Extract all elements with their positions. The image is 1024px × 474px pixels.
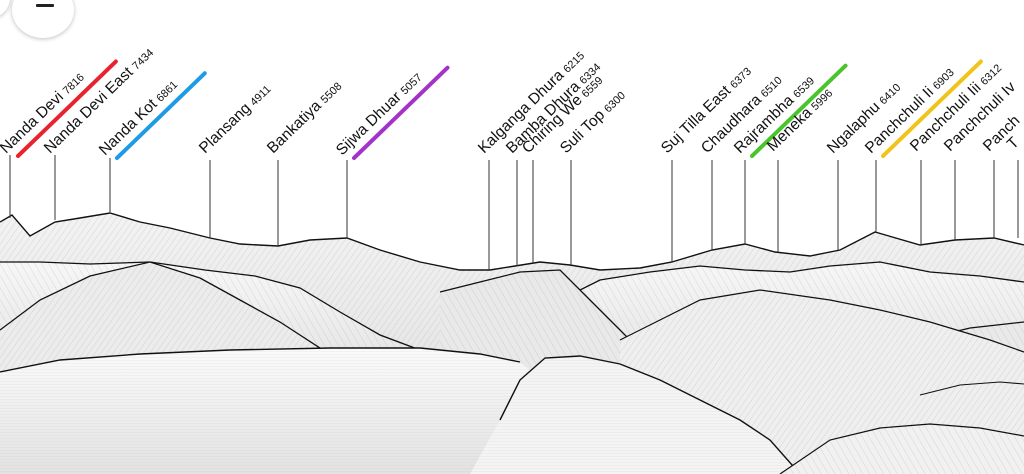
highlight-bar-nanda-devi (16, 59, 118, 158)
highlight-bar-rajrambha (750, 63, 848, 158)
highlight-bar-nanda-kot (115, 71, 207, 160)
peak-elevation: 5508 (319, 80, 345, 106)
peak-name: Sijwa Dhuar (333, 89, 405, 159)
peak-name: Bankatiya (264, 97, 325, 157)
highlight-bar-sijwa-dhuar (352, 65, 450, 160)
peak-label-t[interactable]: T (1004, 134, 1023, 153)
peak-name: Plansang (196, 100, 254, 157)
peak-label-bankatiya[interactable]: Bankatiya5508 (264, 78, 345, 157)
highlight-bar-panchchuli-ii (881, 59, 983, 158)
peak-name: T (1004, 134, 1023, 153)
peak-elevation: 6300 (602, 90, 628, 116)
peak-elevation: 6373 (728, 65, 754, 91)
peak-label-sijwa-dhuar[interactable]: Sijwa Dhuar5057 (333, 69, 425, 159)
peak-label-plansang[interactable]: Plansang4911 (196, 81, 274, 157)
peak-elevation: 6410 (877, 82, 903, 108)
peak-elevation: 7434 (130, 47, 156, 73)
zoom-in-button[interactable] (0, 0, 10, 18)
peak-elevation: 5996 (809, 87, 835, 113)
peak-elevation: 4911 (248, 83, 273, 108)
minus-icon (36, 4, 54, 7)
foreground-hills (0, 347, 1024, 474)
